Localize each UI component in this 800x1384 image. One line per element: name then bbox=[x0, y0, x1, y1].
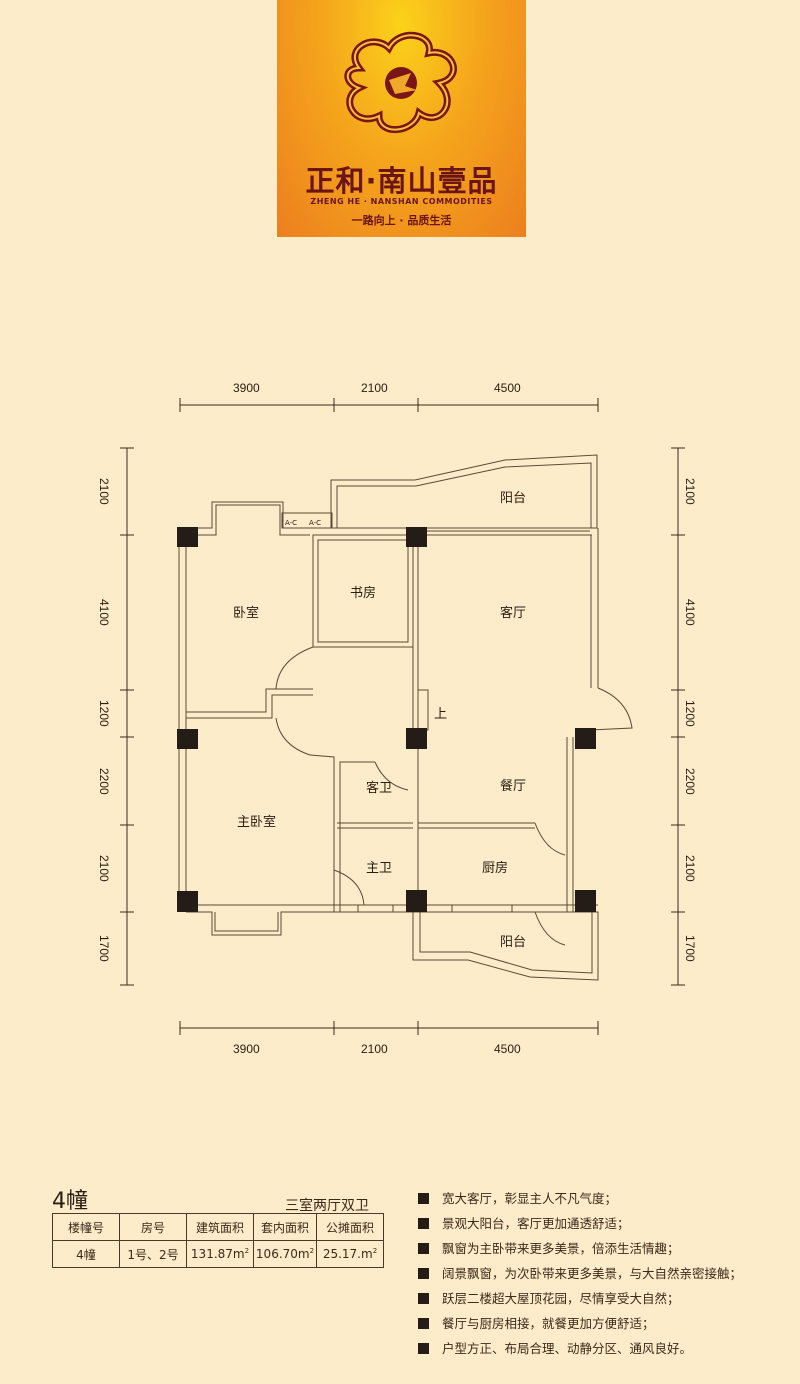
shared-area: 25.17.m bbox=[322, 1247, 373, 1261]
feature-text: 景观大阳台，客厅更加通透舒适； bbox=[442, 1215, 630, 1231]
dim-top-2: 2100 bbox=[361, 381, 388, 395]
dim-left-3: 1200 bbox=[97, 700, 111, 727]
room-master-bath: 主卫 bbox=[366, 861, 392, 876]
ac-unit-2: A-C bbox=[309, 519, 321, 527]
dim-top-3: 4500 bbox=[494, 381, 521, 395]
dim-right-1: 2100 bbox=[683, 478, 697, 505]
room-master-bedroom: 主卧室 bbox=[237, 814, 276, 830]
area-table: 楼幢号 房号 建筑面积 套内面积 公摊面积 4幢 1号、2号 131.87m2 … bbox=[52, 1213, 384, 1268]
table-cell: 1号、2号 bbox=[119, 1240, 187, 1268]
dim-right-4: 2200 bbox=[683, 768, 697, 795]
feature-text: 阔景飘窗，为次卧带来更多美景，与大自然亲密接触； bbox=[442, 1265, 743, 1281]
bullet-square-icon bbox=[418, 1268, 429, 1279]
table-cell: 106.70m2 bbox=[253, 1240, 317, 1268]
dim-bottom-3: 4500 bbox=[494, 1042, 521, 1056]
dim-right-6: 1700 bbox=[683, 935, 697, 962]
dim-right-2: 4100 bbox=[683, 599, 697, 626]
unit-sup: 2 bbox=[309, 1247, 315, 1255]
dim-bottom-2: 2100 bbox=[361, 1042, 388, 1056]
room-kitchen: 厨房 bbox=[482, 860, 508, 876]
table-header: 楼幢号 bbox=[52, 1213, 120, 1241]
building-number: 4幢 bbox=[52, 1189, 88, 1214]
table-row: 4幢 1号、2号 131.87m2 106.70m2 25.17.m2 bbox=[52, 1240, 384, 1268]
bullet-square-icon bbox=[418, 1318, 429, 1329]
list-item: 飘窗为主卧带来更多美景，倍添生活情趣； bbox=[418, 1236, 742, 1261]
dragon-emblem-icon bbox=[344, 31, 457, 134]
net-area: 106.70m bbox=[255, 1247, 310, 1261]
room-bedroom: 卧室 bbox=[233, 605, 259, 621]
logo-slogan: 一路向上 · 品质生活 bbox=[351, 214, 452, 227]
brand-logo: 正和·南山壹品 ZHENG HE · NANSHAN COMMODITIES 一… bbox=[277, 0, 526, 237]
room-balcony-top: 阳台 bbox=[500, 491, 526, 506]
dim-bottom-1: 3900 bbox=[233, 1042, 260, 1056]
list-item: 户型方正、布局合理、动静分区、通风良好。 bbox=[418, 1336, 742, 1361]
table-cell: 131.87m2 bbox=[186, 1240, 254, 1268]
dim-left-5: 2100 bbox=[97, 855, 111, 882]
gross-area: 131.87m bbox=[190, 1247, 245, 1261]
list-item: 跃层二楼超大屋顶花园，尽情享受大自然； bbox=[418, 1286, 742, 1311]
dimension-lines bbox=[120, 398, 685, 1035]
list-item: 餐厅与厨房相接，就餐更加方便舒适； bbox=[418, 1311, 742, 1336]
dim-left-2: 4100 bbox=[97, 599, 111, 626]
bullet-square-icon bbox=[418, 1293, 429, 1304]
table-header: 套内面积 bbox=[253, 1213, 317, 1241]
table-cell: 25.17.m2 bbox=[316, 1240, 384, 1268]
room-dining: 餐厅 bbox=[500, 778, 526, 794]
feature-text: 飘窗为主卧带来更多美景，倍添生活情趣； bbox=[442, 1240, 680, 1256]
ac-unit-1: A-C bbox=[285, 519, 297, 527]
list-item: 阔景飘窗，为次卧带来更多美景，与大自然亲密接触； bbox=[418, 1261, 742, 1286]
list-item: 宽大客厅，彰显主人不凡气度； bbox=[418, 1186, 742, 1211]
walls: A-C A-C 上 bbox=[178, 454, 633, 981]
unit-sup: 2 bbox=[244, 1247, 250, 1255]
table-header: 公摊面积 bbox=[316, 1213, 384, 1241]
list-item: 景观大阳台，客厅更加通透舒适； bbox=[418, 1211, 742, 1236]
bullet-square-icon bbox=[418, 1193, 429, 1204]
feature-list: 宽大客厅，彰显主人不凡气度； 景观大阳台，客厅更加通透舒适； 飘窗为主卧带来更多… bbox=[418, 1186, 742, 1361]
room-living: 客厅 bbox=[500, 605, 526, 621]
room-balcony-bottom: 阳台 bbox=[500, 935, 526, 950]
dim-top-1: 3900 bbox=[233, 381, 260, 395]
feature-text: 跃层二楼超大屋顶花园，尽情享受大自然； bbox=[442, 1290, 680, 1306]
feature-text: 宽大客厅，彰显主人不凡气度； bbox=[442, 1190, 618, 1206]
dim-left-4: 2200 bbox=[97, 768, 111, 795]
stairs-up-label: 上 bbox=[434, 707, 447, 722]
dim-left-6: 1700 bbox=[97, 935, 111, 962]
structural-columns bbox=[177, 527, 596, 912]
unit-sup: 2 bbox=[372, 1247, 378, 1255]
feature-text: 户型方正、布局合理、动静分区、通风良好。 bbox=[442, 1340, 693, 1356]
table-header: 建筑面积 bbox=[186, 1213, 254, 1241]
dim-right-5: 2100 bbox=[683, 855, 697, 882]
logo-name-en: ZHENG HE · NANSHAN COMMODITIES bbox=[310, 197, 493, 206]
bullet-square-icon bbox=[418, 1218, 429, 1229]
logo-name-cn: 正和·南山壹品 bbox=[305, 164, 498, 198]
room-study: 书房 bbox=[350, 585, 376, 601]
bullet-square-icon bbox=[418, 1343, 429, 1354]
bullet-square-icon bbox=[418, 1243, 429, 1254]
room-guest-bath: 客卫 bbox=[366, 780, 392, 796]
table-cell: 4幢 bbox=[52, 1240, 120, 1268]
table-header-row: 楼幢号 房号 建筑面积 套内面积 公摊面积 bbox=[52, 1213, 384, 1241]
dim-left-1: 2100 bbox=[97, 478, 111, 505]
dim-right-3: 1200 bbox=[683, 700, 697, 727]
feature-text: 餐厅与厨房相接，就餐更加方便舒适； bbox=[442, 1315, 655, 1331]
layout-type: 三室两厅双卫 bbox=[285, 1198, 369, 1214]
table-header: 房号 bbox=[119, 1213, 187, 1241]
